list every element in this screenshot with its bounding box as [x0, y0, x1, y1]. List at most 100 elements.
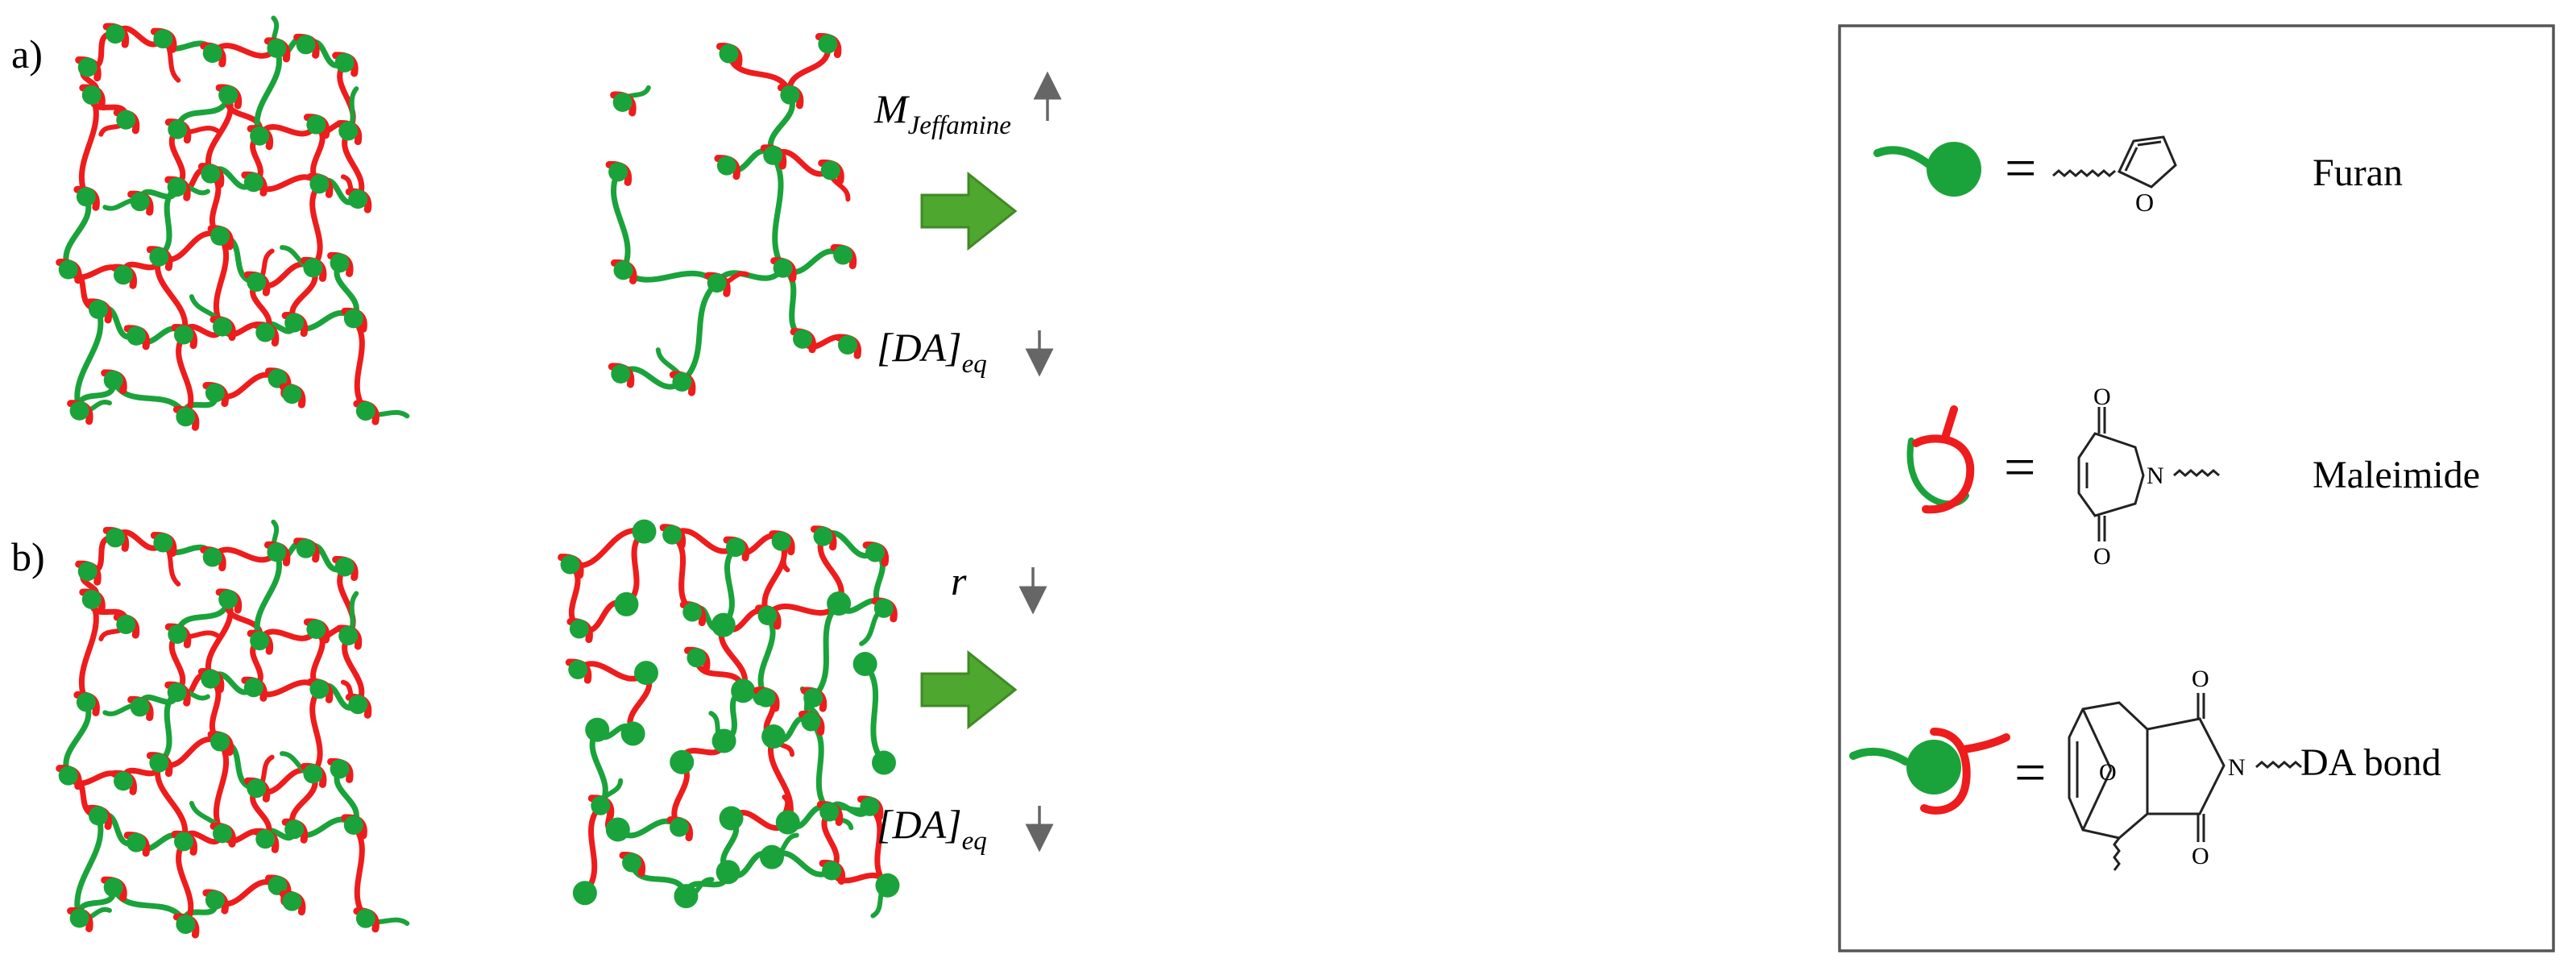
legend-furan: = O Furan — [1873, 135, 2403, 217]
da-bond-node — [106, 24, 126, 44]
da-bond-node — [153, 29, 173, 49]
da-bond-node — [76, 692, 96, 712]
da-bond-node — [282, 384, 302, 405]
polymer-chain — [74, 812, 104, 921]
da-bond-node — [608, 162, 628, 182]
polymer-chain — [611, 168, 631, 273]
polymer-chain — [862, 661, 887, 766]
legend-da-bond: = O O N O DA bond — [1849, 666, 2441, 871]
da-bond-node — [670, 817, 690, 837]
da-bond-node — [205, 890, 225, 911]
da-bond-node — [202, 44, 222, 64]
da-bond-node — [348, 189, 368, 210]
da-bond-node — [296, 538, 316, 558]
da-bond-node — [89, 806, 109, 826]
da-bond-node — [153, 533, 173, 553]
da-bond-node — [687, 648, 707, 668]
network-a-dense — [56, 15, 410, 431]
polymer-chain — [254, 549, 282, 644]
da-bond-node — [77, 57, 97, 77]
da-bond-node — [330, 759, 350, 779]
da-bond-node — [268, 876, 288, 896]
da-bond-node — [210, 732, 230, 752]
da-bond-node — [622, 853, 642, 873]
svg-text:O: O — [2192, 666, 2209, 692]
da-bond-node — [309, 679, 330, 699]
da-bond-node — [355, 908, 375, 928]
da-bond-node — [176, 407, 196, 427]
da-bond-node — [174, 325, 194, 345]
da-bond-node — [201, 164, 221, 184]
da-bond-node — [306, 114, 326, 135]
da-bond-node — [348, 695, 368, 715]
da-bond-node — [726, 537, 746, 558]
condition-a-top: MJeffamine — [873, 71, 1062, 140]
da-bond-node — [682, 602, 703, 622]
da-bond-node — [247, 778, 267, 799]
panel-label-a: a) — [11, 31, 43, 77]
da-bond-node — [255, 322, 276, 342]
da-bond-node — [330, 253, 350, 273]
da-bond-node — [282, 891, 302, 911]
da-bond-node — [780, 85, 800, 105]
free-furan-end — [572, 881, 597, 906]
param-da: [DA] — [877, 325, 962, 370]
da-bond-node — [58, 765, 78, 786]
da-bond-node — [149, 753, 169, 773]
da-bond-node — [168, 624, 188, 645]
da-bond-node — [69, 400, 89, 421]
da-bond-node — [820, 160, 840, 180]
da-bond-node — [334, 52, 355, 73]
da-bond-node — [338, 121, 359, 141]
condition-b-bottom: [DA]eq — [877, 802, 1054, 856]
da-bond-node — [210, 226, 230, 246]
param-r: r — [951, 558, 967, 604]
free-furan-end — [875, 873, 900, 898]
da-bond-node — [127, 832, 147, 853]
da-bond-node — [662, 525, 682, 545]
da-bond-node — [833, 245, 853, 265]
polymer-chain — [757, 612, 776, 701]
da-bond-node — [822, 861, 842, 881]
da-bond-node — [756, 687, 776, 707]
network-b-dense — [56, 519, 410, 939]
free-furan-end — [761, 724, 786, 749]
free-furan-end — [614, 591, 639, 616]
furan-end-icon — [1873, 142, 1981, 197]
da-bond-node — [763, 145, 783, 165]
da-bond-node — [218, 589, 239, 609]
da-bond-node — [202, 547, 222, 567]
svg-text:O: O — [2135, 188, 2154, 217]
da-bond-node — [860, 796, 880, 816]
da-bond-node — [267, 38, 287, 58]
polymer-chain — [63, 699, 92, 779]
polymer-chain — [78, 92, 99, 200]
condition-b-top: r — [951, 558, 1047, 615]
da-bond-node — [284, 819, 305, 840]
free-furan-end — [719, 806, 744, 831]
da-bond-node — [303, 258, 323, 278]
da-bond-node — [205, 383, 225, 403]
da-bond-node — [338, 625, 359, 645]
da-bond-node — [167, 682, 187, 703]
svg-text:=: = — [2004, 437, 2035, 499]
polymer-chain — [176, 838, 194, 927]
svg-text:O: O — [2093, 384, 2111, 410]
da-bond-node — [58, 259, 78, 280]
free-furan-end — [674, 884, 699, 909]
free-furan-end — [852, 652, 877, 677]
da-bond-node — [174, 832, 194, 852]
polymer-chain — [63, 193, 92, 273]
maleimide-end-icon — [1906, 405, 1975, 514]
da-bond-node — [707, 273, 727, 293]
da-bond-node — [355, 401, 375, 421]
da-bond-node — [113, 265, 133, 285]
free-furan-end — [670, 749, 695, 774]
da-bond-node — [103, 370, 123, 390]
da-bond-node — [243, 678, 263, 698]
da-bond-node — [212, 824, 232, 844]
da-bond-node — [334, 557, 355, 577]
network-a-loose — [605, 33, 861, 396]
da-bond-node — [77, 562, 97, 582]
da-bond-node — [771, 531, 791, 551]
